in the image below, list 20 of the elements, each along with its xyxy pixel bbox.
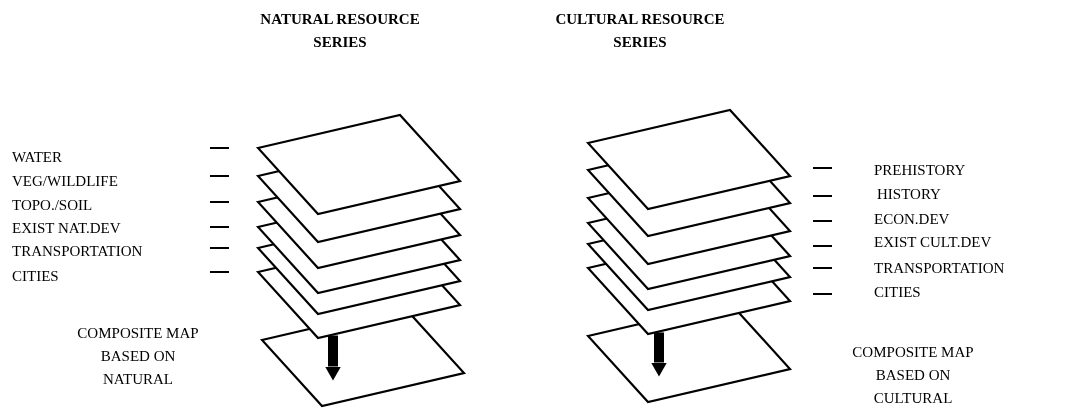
map-layer-sheet (586, 108, 794, 212)
layer-label: PREHISTORY (874, 161, 966, 179)
layer-label: EXIST CULT.DEV (874, 233, 992, 251)
layer-label: VEG/WILDLIFE (12, 172, 118, 190)
layer-label: WATER (12, 148, 62, 166)
layer-label: CITIES (874, 283, 921, 301)
series-title: NATURAL RESOURCE SERIES (259, 10, 421, 52)
layer-label: ECON.DEV (874, 210, 950, 228)
layer-label: CITIES (12, 267, 59, 285)
composite-map-label: COMPOSITE MAP BASED ON NATURAL (76, 324, 200, 389)
series-title: CULTURAL RESOURCE SERIES (554, 10, 726, 52)
composite-map-label: COMPOSITE MAP BASED ON CULTURAL (851, 343, 975, 408)
down-arrow (325, 335, 341, 381)
map-layer-sheet (256, 113, 464, 217)
down-arrow (651, 332, 667, 377)
layer-label: HISTORY (877, 185, 941, 203)
layer-label: TRANSPORTATION (874, 259, 1005, 277)
layer-label: EXIST NAT.DEV (12, 219, 121, 237)
layer-label: TRANSPORTATION (12, 242, 143, 260)
layer-label: TOPO./SOIL (12, 196, 93, 214)
